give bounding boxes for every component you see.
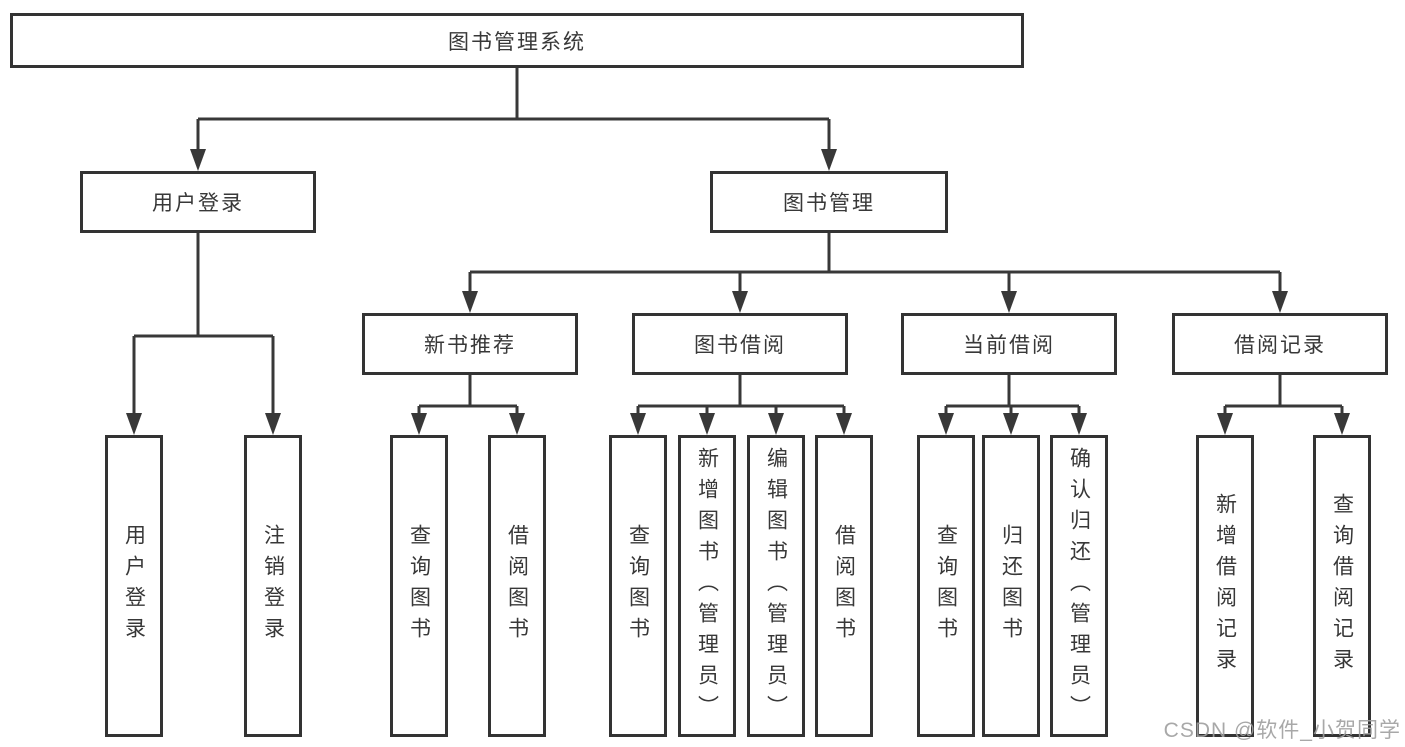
node-current-borrowing-label: 当前借阅 (963, 334, 1055, 357)
node-book-management: 图书管理 (710, 171, 948, 233)
leaf-current-query-books-label: 查询图书 (934, 524, 958, 648)
leaf-return-books-label: 归还图书 (999, 524, 1023, 648)
leaf-borrow-books-label: 借阅图书 (832, 524, 856, 648)
leaf-add-books-admin-label: 新增图书（管理员） (695, 446, 719, 726)
leaf-logout-label: 注销登录 (261, 524, 285, 648)
node-borrowing-records-label: 借阅记录 (1234, 334, 1326, 357)
leaf-recommend-borrow-books-label: 借阅图书 (505, 524, 529, 648)
leaf-user-login: 用户登录 (105, 435, 163, 737)
node-book-borrowing: 图书借阅 (632, 313, 848, 375)
node-root-system: 图书管理系统 (10, 13, 1024, 68)
node-borrowing-records: 借阅记录 (1172, 313, 1388, 375)
leaf-add-borrow-record: 新增借阅记录 (1196, 435, 1254, 737)
leaf-add-books-admin: 新增图书（管理员） (678, 435, 736, 737)
leaf-recommend-query-books: 查询图书 (390, 435, 448, 737)
leaf-add-borrow-record-label: 新增借阅记录 (1213, 493, 1237, 679)
node-root-label: 图书管理系统 (448, 30, 586, 54)
leaf-query-borrow-record-label: 查询借阅记录 (1330, 493, 1354, 679)
node-current-borrowing: 当前借阅 (901, 313, 1117, 375)
leaf-borrow-query-books: 查询图书 (609, 435, 667, 737)
node-new-book-recommendation-label: 新书推荐 (424, 334, 516, 357)
tree-edges (132, 68, 1344, 416)
leaf-confirm-return-admin: 确认归还（管理员） (1050, 435, 1108, 737)
node-user-login: 用户登录 (80, 171, 316, 233)
leaf-user-login-label: 用户登录 (122, 524, 146, 648)
leaf-recommend-borrow-books: 借阅图书 (488, 435, 546, 737)
node-new-book-recommendation: 新书推荐 (362, 313, 578, 375)
arrowheads (126, 149, 1350, 435)
leaf-confirm-return-admin-label: 确认归还（管理员） (1067, 446, 1091, 726)
leaf-borrow-books: 借阅图书 (815, 435, 873, 737)
leaf-edit-books-admin: 编辑图书（管理员） (747, 435, 805, 737)
csdn-watermark: CSDN @软件_小贺同学 (1163, 719, 1401, 742)
node-book-borrowing-label: 图书借阅 (694, 334, 786, 357)
leaf-borrow-query-books-label: 查询图书 (626, 524, 650, 648)
leaf-current-query-books: 查询图书 (917, 435, 975, 737)
leaf-query-borrow-record: 查询借阅记录 (1313, 435, 1371, 737)
leaf-edit-books-admin-label: 编辑图书（管理员） (764, 446, 788, 726)
leaf-logout: 注销登录 (244, 435, 302, 737)
node-book-management-label: 图书管理 (783, 192, 875, 215)
node-user-login-label: 用户登录 (152, 192, 244, 215)
leaf-return-books: 归还图书 (982, 435, 1040, 737)
leaf-recommend-query-books-label: 查询图书 (407, 524, 431, 648)
